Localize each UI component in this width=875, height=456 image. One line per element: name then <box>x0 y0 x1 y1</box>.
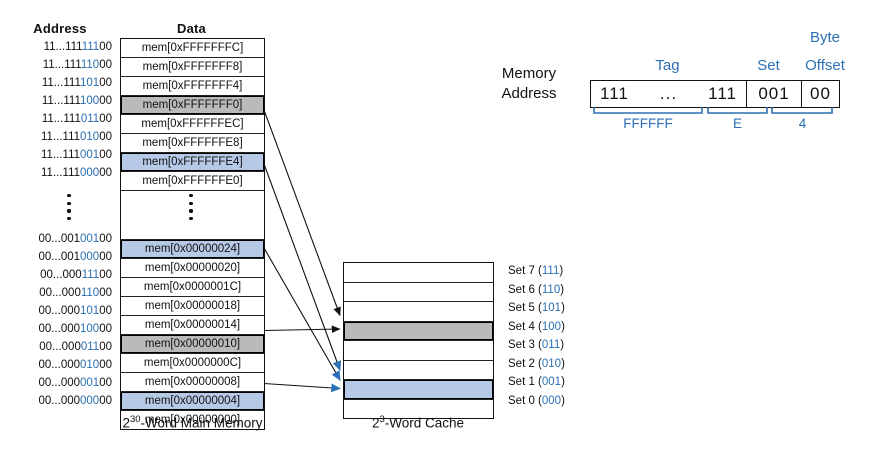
main-memory-caption: 230-Word Main Memory <box>122 414 263 431</box>
memory-address: 00...00011000 <box>39 287 112 299</box>
arrow-ffffffe4-to-set1 <box>263 163 342 372</box>
memory-address: 11...11100100 <box>41 149 112 161</box>
cache-set-5-row <box>344 302 493 322</box>
address-breakdown-box: 111 ... 111 001 00 <box>590 80 840 108</box>
set-field-label: Set <box>757 57 780 74</box>
cache-set-labels: Set 7 (111) Set 6 (110) Set 5 (101) Set … <box>508 262 628 410</box>
address-column: 11...11111100 11...11111000 11...1111010… <box>0 38 112 410</box>
memory-address: 11...11111100 <box>43 41 112 53</box>
main-memory-box: mem[0xFFFFFFFC] mem[0xFFFFFFF8] mem[0xFF… <box>120 38 265 430</box>
memory-cell: mem[0xFFFFFFE0] <box>121 172 264 191</box>
byte-field-label: Byte <box>809 29 840 46</box>
cache-set-1-row <box>344 380 493 400</box>
arrow-ffffff0-to-set4 <box>263 109 341 317</box>
set-label: Set 1 (001) <box>508 376 565 388</box>
memory-address: 11...11111000 <box>42 59 112 71</box>
arrow-00000024-to-set1 <box>263 247 341 381</box>
cache-caption: 23-Word Cache <box>371 414 465 431</box>
memory-cell: mem[0xFFFFFFE8] <box>121 134 264 153</box>
memory-cell: mem[0x00000014] <box>121 316 264 335</box>
memory-cell: mem[0x00000008] <box>121 373 264 392</box>
memory-address: 00...00100000 <box>38 251 112 263</box>
data-column-header: Data <box>177 21 206 36</box>
set-label: Set 5 (101) <box>508 302 565 314</box>
set-label: Set 2 (010) <box>508 357 565 370</box>
cache-set-7-row <box>344 263 493 283</box>
memory-cell: mem[0xFFFFFFF8] <box>121 58 264 77</box>
memory-cell: mem[0x00000018] <box>121 297 264 316</box>
memory-cell-mapped-set4: mem[0xFFFFFFF0] <box>121 96 264 115</box>
cache-set-6-row <box>344 283 493 302</box>
memory-address: 00...00100100 <box>38 233 112 245</box>
cache-set-2-row <box>344 361 493 380</box>
memory-address: 00...00011100 <box>40 269 112 281</box>
memory-address: 00...00000100 <box>38 377 112 389</box>
memory-cell: mem[0xFFFFFFFC] <box>121 39 264 58</box>
memory-cell-mapped-set1: mem[0xFFFFFFE4] <box>121 153 264 172</box>
set-label: Set 7 (111) <box>508 265 564 277</box>
memory-address: 11...11110000 <box>41 95 112 107</box>
memory-address: 11...11101100 <box>41 113 112 125</box>
memory-address: 11...11101000 <box>41 131 112 143</box>
memory-address-label: Memory Address <box>501 65 557 102</box>
offset-bits-cell: 00 <box>801 81 839 107</box>
low-hex-label: 4 <box>798 116 807 131</box>
set-label: Set 6 (110) <box>508 283 565 296</box>
memory-cell: mem[0x0000001C] <box>121 278 264 297</box>
memory-address: 00...00001000 <box>38 359 112 371</box>
memory-cell: mem[0x0000000C] <box>121 354 264 373</box>
memory-cell-mapped-set1: mem[0x00000024] <box>121 240 264 259</box>
cache-set-3-row <box>344 341 493 361</box>
memory-address: 00...00001100 <box>39 341 112 353</box>
address-ellipsis-dots <box>65 192 73 222</box>
tag-bits-cell: 111 ... 111 <box>600 84 737 103</box>
cache-set-4-row <box>344 321 493 341</box>
set-label: Set 4 (100) <box>508 320 565 333</box>
memory-ellipsis-dots <box>187 192 195 222</box>
arrow-00000004-to-set1 <box>263 382 342 393</box>
offset-field-label: Offset <box>805 57 845 74</box>
tag-field-label: Tag <box>655 57 680 74</box>
memory-address: 00...00010100 <box>38 305 112 317</box>
address-column-header: Address <box>33 21 87 36</box>
memory-address: 00...00000000 <box>38 395 112 407</box>
memory-cell-mapped-set4: mem[0x00000010] <box>121 335 264 354</box>
memory-cell: mem[0x00000020] <box>121 259 264 278</box>
set-label: Set 0 (000) <box>508 394 565 407</box>
memory-address: 11...11100000 <box>41 167 112 179</box>
memory-address: 11...11110100 <box>41 77 112 89</box>
memory-cell: mem[0xFFFFFFEC] <box>121 115 264 134</box>
set-label: Set 3 (011) <box>508 339 565 351</box>
address-ellipsis-gap <box>0 182 112 230</box>
memory-cell: mem[0xFFFFFFF4] <box>121 77 264 96</box>
set-bits-cell: 001 <box>746 81 801 107</box>
mid-hex-label: E <box>732 116 742 131</box>
tag-hex-label: FFFFFF <box>623 116 673 131</box>
memory-address: 00...00010000 <box>38 323 112 335</box>
memory-ellipsis-gap <box>121 191 264 240</box>
memory-cell-mapped-set1: mem[0x00000004] <box>121 392 264 411</box>
arrow-00000010-to-set4 <box>263 325 341 334</box>
memory-cell: mem[0x00000000] <box>144 414 241 426</box>
cache-box <box>343 262 494 419</box>
